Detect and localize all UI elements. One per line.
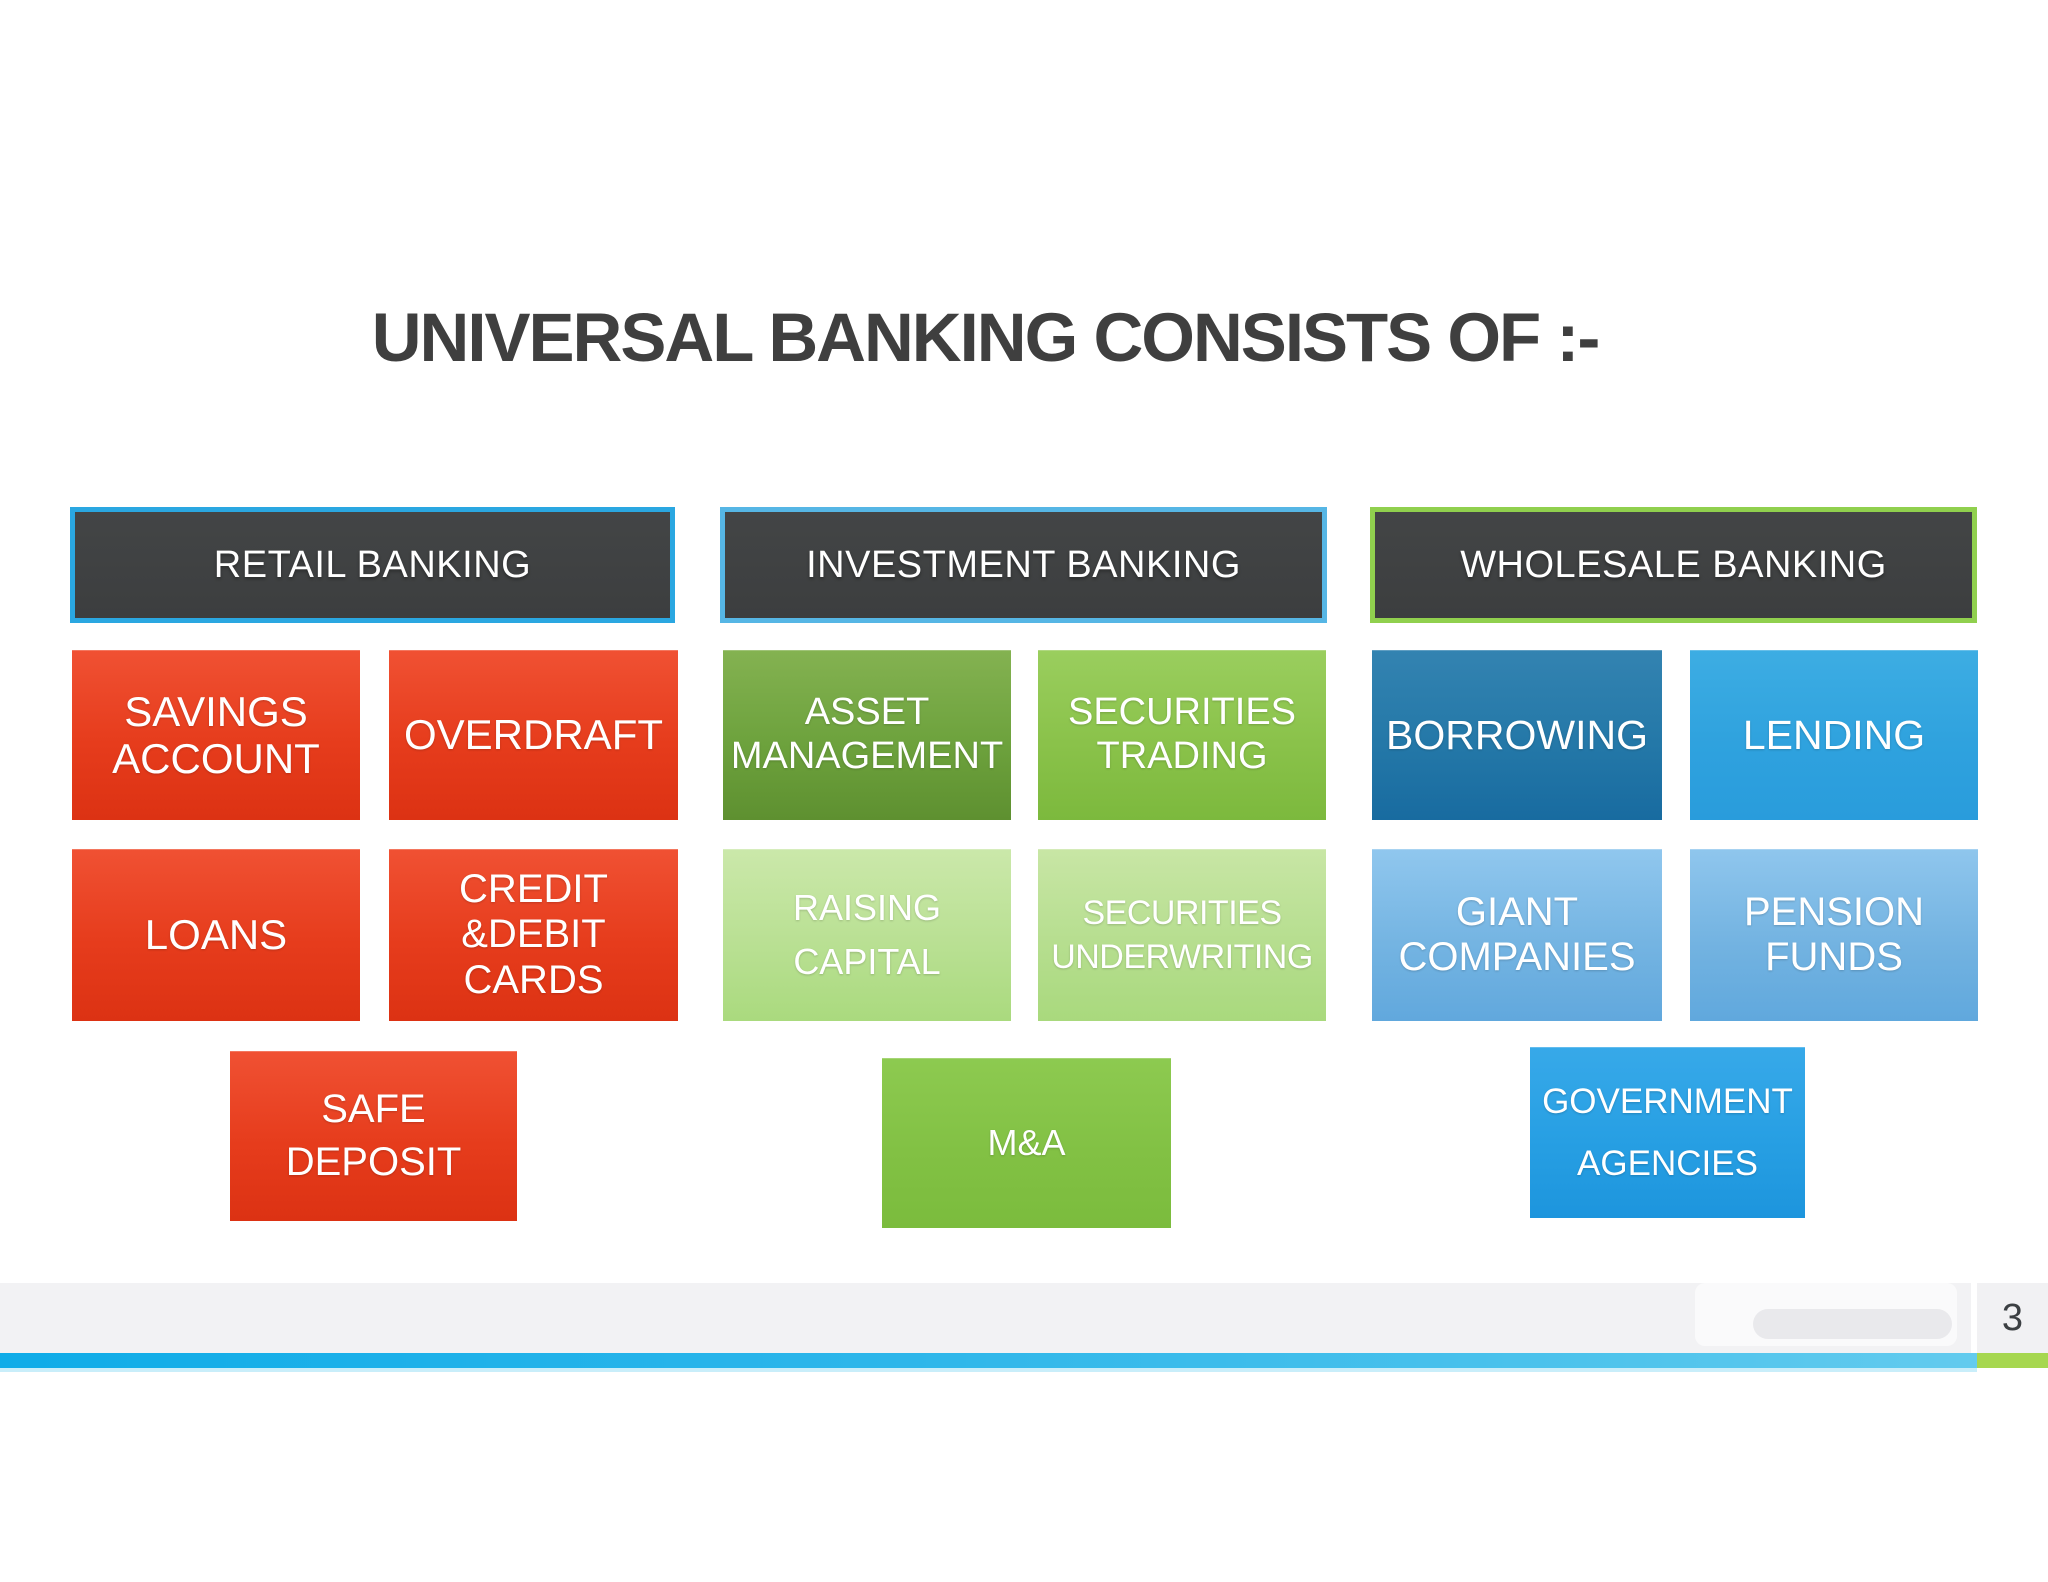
bottom-accent-bar-green: [1977, 1353, 2048, 1368]
box-mergers-acquisitions: M&A: [882, 1058, 1171, 1228]
footer-band: [0, 1283, 1971, 1353]
box-label: LOANS: [144, 911, 288, 958]
box-raising-capital: RAISING CAPITAL: [723, 849, 1011, 1021]
box-pension-funds: PENSION FUNDS: [1690, 849, 1978, 1021]
box-label: SAFE DEPOSIT: [285, 1087, 462, 1184]
box-label: SECURITIES UNDERWRITING: [1051, 893, 1313, 976]
box-safe-deposit: SAFE DEPOSIT: [230, 1051, 517, 1221]
box-label: SAVINGS ACCOUNT: [112, 687, 320, 782]
box-securities-trading: SECURITIES TRADING: [1038, 650, 1326, 820]
column-header-label: INVESTMENT BANKING: [806, 543, 1241, 586]
box-label: RAISING CAPITAL: [792, 887, 942, 982]
box-label: PENSION FUNDS: [1743, 890, 1925, 979]
box-loans: LOANS: [72, 849, 360, 1021]
box-label: GIANT COMPANIES: [1398, 890, 1636, 979]
box-asset-management: ASSET MANAGEMENT: [723, 650, 1011, 820]
box-securities-underwriting: SECURITIES UNDERWRITING: [1038, 849, 1326, 1021]
box-label: SECURITIES TRADING: [1067, 691, 1297, 777]
column-header-wholesale-banking: WHOLESALE BANKING: [1370, 507, 1977, 623]
box-credit-debit-cards: CREDIT &DEBIT CARDS: [389, 849, 678, 1021]
bottom-accent-bar-blue: [0, 1353, 1977, 1368]
box-giant-companies: GIANT COMPANIES: [1372, 849, 1662, 1021]
box-borrowing: BORROWING: [1372, 650, 1662, 820]
bottom-accent-bar-underline: [0, 1368, 1977, 1372]
slide-title: UNIVERSAL BANKING CONSISTS OF :-: [371, 299, 1601, 376]
box-lending: LENDING: [1690, 650, 1978, 820]
box-label: M&A: [987, 1122, 1066, 1163]
progress-pill[interactable]: [1753, 1309, 1952, 1339]
box-label: ASSET MANAGEMENT: [730, 691, 1004, 777]
page-number-box: 3: [1977, 1283, 2048, 1353]
box-label: LENDING: [1742, 711, 1926, 758]
box-label: BORROWING: [1386, 711, 1648, 758]
column-header-retail-banking: RETAIL BANKING: [70, 507, 675, 623]
box-overdraft: OVERDRAFT: [389, 650, 678, 820]
page-number: 3: [2001, 1296, 2024, 1339]
column-header-label: RETAIL BANKING: [213, 543, 532, 586]
column-header-investment-banking: INVESTMENT BANKING: [720, 507, 1327, 623]
box-savings-account: SAVINGS ACCOUNT: [72, 650, 360, 820]
box-label: GOVERNMENT AGENCIES: [1542, 1082, 1793, 1183]
column-header-label: WHOLESALE BANKING: [1460, 543, 1887, 586]
box-government-agencies: GOVERNMENT AGENCIES: [1530, 1047, 1805, 1218]
box-label: OVERDRAFT: [403, 711, 663, 758]
box-label: CREDIT &DEBIT CARDS: [459, 867, 608, 1002]
